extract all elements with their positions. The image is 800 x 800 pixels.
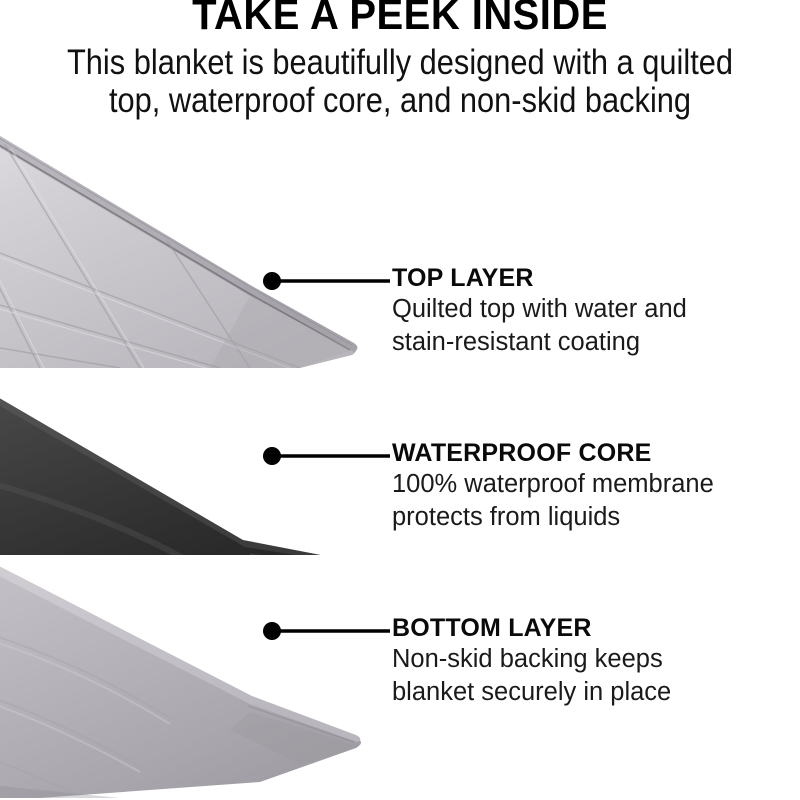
leader-line-bottom-layer <box>258 621 398 641</box>
leader-line-waterproof-core <box>258 446 398 466</box>
blanket-layers-illustration <box>0 110 420 800</box>
quilted-top-layer <box>0 110 400 370</box>
leader-line-top-layer <box>258 271 398 291</box>
callout-body-line-2: blanket securely in place <box>392 678 672 706</box>
callout-title-top-layer: TOP LAYER <box>392 264 534 292</box>
callout-body-waterproof-core: 100% waterproof membrane protects from l… <box>392 468 792 534</box>
callout-body-line-2: stain-resistant coating <box>392 328 641 356</box>
callout-body-line-1: 100% waterproof membrane <box>392 470 714 498</box>
callout-body-line-1: Non-skid backing keeps <box>392 645 663 673</box>
page-subtitle-line-2: top, waterproof core, and non-skid backi… <box>108 81 692 120</box>
page-subtitle-line-1: This blanket is beautifully designed wit… <box>66 43 734 82</box>
page-subtitle: This blanket is beautifully designed wit… <box>48 44 752 120</box>
callout-waterproof-core: WATERPROOF CORE 100% waterproof membrane… <box>392 440 792 534</box>
waterproof-core-layer <box>0 355 400 555</box>
callout-title-bottom-layer: BOTTOM LAYER <box>392 614 592 642</box>
callout-top-layer: TOP LAYER Quilted top with water and sta… <box>392 265 792 359</box>
page-title: TAKE A PEEK INSIDE <box>192 0 608 39</box>
callout-bottom-layer: BOTTOM LAYER Non-skid backing keeps blan… <box>392 615 792 709</box>
callout-title-waterproof-core: WATERPROOF CORE <box>392 439 652 467</box>
non-skid-bottom-layer <box>0 530 400 800</box>
callout-body-line-2: protects from liquids <box>392 503 621 531</box>
callout-body-bottom-layer: Non-skid backing keeps blanket securely … <box>392 643 792 709</box>
callout-body-top-layer: Quilted top with water and stain-resista… <box>392 293 792 359</box>
callout-body-line-1: Quilted top with water and <box>392 295 687 323</box>
